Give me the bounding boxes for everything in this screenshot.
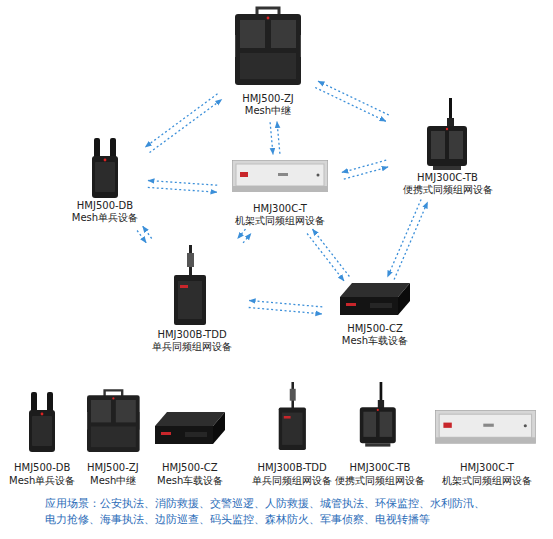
- relay-device: [85, 390, 141, 452]
- link-connector: [238, 229, 251, 243]
- link-connector: [148, 181, 217, 193]
- device-name: Mesh单兵设备: [72, 212, 138, 224]
- link-line: [137, 231, 146, 243]
- device-caption: HMJ300C-TB: [350, 462, 411, 474]
- link-line: [148, 187, 217, 192]
- link-connector: [342, 160, 388, 179]
- application-note: 应用场景：公安执法、消防救援、交警巡逻、人防救援、城管执法、环保监控、水利防汛、: [45, 497, 485, 511]
- device-caption: HMJ500-ZJ: [87, 462, 139, 474]
- link-line: [143, 226, 152, 238]
- device-node: HMJ300C-T机架式同频组网设备: [220, 157, 340, 229]
- link-line: [344, 167, 388, 179]
- link-line: [388, 199, 422, 277]
- link-line: [145, 94, 217, 147]
- application-note: 电力抢修、海事执法、边防巡查、码头监控、森林防火、军事侦察、电视转播等: [45, 513, 430, 527]
- model-name: HMJ300C-T: [253, 203, 307, 215]
- rack-device: [435, 410, 536, 444]
- device-node: HMJ300C-TB便携式同频组网设备: [390, 96, 505, 198]
- device-node: HMJ300B-TDD单兵同频组网设备: [138, 243, 246, 355]
- model-name: HMJ500-DB: [77, 200, 133, 212]
- link-line: [270, 122, 273, 154]
- vehicle-device: [155, 412, 225, 444]
- link-line: [307, 234, 344, 281]
- link-connector: [270, 122, 280, 155]
- relay-device: [233, 8, 303, 85]
- link-connector: [137, 226, 152, 242]
- device-name: Mesh车载设备: [342, 335, 408, 347]
- link-line: [315, 88, 386, 122]
- device-caption: HMJ500-DB: [14, 462, 70, 474]
- link-connector: [249, 301, 323, 314]
- link-line: [238, 229, 246, 238]
- link-line: [249, 308, 322, 314]
- device-caption: Mesh车载设备: [157, 475, 223, 487]
- device-caption: HMJ300B-TDD: [258, 462, 327, 474]
- link-connector: [315, 81, 389, 121]
- manpack-device: [279, 382, 306, 450]
- link-line: [243, 234, 251, 243]
- model-name: HMJ300C-TB: [417, 172, 478, 184]
- device-name: 便携式同频组网设备: [403, 184, 493, 196]
- device-name: Mesh中继: [245, 105, 291, 117]
- device-caption: 机架式同频组网设备: [442, 475, 532, 487]
- device-caption: 单兵同频组网设备: [252, 475, 332, 487]
- link-line: [342, 160, 386, 172]
- link-connector: [145, 94, 221, 153]
- rack-device: [232, 160, 328, 192]
- device-node: HMJ500-ZJMesh中继: [222, 3, 314, 119]
- link-line: [249, 301, 322, 307]
- link-connector: [388, 199, 428, 279]
- device-caption: Mesh单兵设备: [9, 475, 75, 487]
- handheld-device: [29, 392, 55, 452]
- device-caption: Mesh中继: [90, 475, 136, 487]
- device-caption: 便携式同频组网设备: [335, 475, 425, 487]
- manpack-device: [174, 245, 206, 325]
- device-node: HMJ500-DBMesh单兵设备: [65, 136, 145, 226]
- model-name: HMJ500-ZJ: [242, 93, 294, 105]
- portable-device: [360, 382, 396, 447]
- device-caption: HMJ500-CZ: [162, 462, 218, 474]
- link-connector: [307, 229, 349, 281]
- handheld-device: [92, 138, 118, 198]
- portable-device: [427, 98, 467, 170]
- device-name: 机架式同频组网设备: [235, 215, 325, 227]
- link-line: [318, 81, 389, 115]
- device-node: HMJ500-CZMesh车载设备: [325, 281, 425, 349]
- model-name: HMJ300B-TDD: [157, 329, 226, 341]
- link-line: [150, 100, 222, 153]
- link-line: [313, 229, 350, 276]
- device-caption: HMJ300C-T: [460, 462, 514, 474]
- link-line: [277, 122, 280, 154]
- link-line: [394, 202, 427, 280]
- vehicle-device: [340, 283, 410, 315]
- model-name: HMJ500-CZ: [347, 323, 403, 335]
- device-name: 单兵同频组网设备: [152, 341, 232, 353]
- link-line: [148, 181, 217, 186]
